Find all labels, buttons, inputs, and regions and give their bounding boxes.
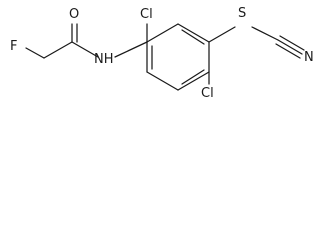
- atom-label-fluorine: F: [10, 39, 17, 54]
- ring-double-2: [181, 29, 205, 45]
- atom-label-nitrile-nitrogen: N: [304, 50, 314, 65]
- bond-n-ring: [114, 41, 148, 58]
- bond-c-n-triple-1: [277, 39, 303, 55]
- bond-co-n: [71, 41, 99, 58]
- bond-ch2-co: [43, 41, 73, 59]
- bond-s-c: [251, 26, 279, 41]
- atom-labels: F O NH Cl Cl S N: [10, 6, 314, 101]
- bond-lines: [25, 23, 305, 91]
- ring-bond-2: [146, 23, 179, 43]
- ring-double-3: [181, 69, 205, 85]
- bond-ring-s: [208, 26, 236, 43]
- atom-label-chlorine-bottom: Cl: [201, 86, 214, 101]
- chemical-structure: F O NH Cl Cl S N: [10, 6, 314, 101]
- atom-label-amide-nitrogen: NH: [94, 52, 114, 67]
- ring-bond-3: [177, 23, 210, 43]
- atom-label-sulfur: S: [238, 6, 246, 21]
- atom-label-carbonyl-oxygen: O: [69, 7, 79, 22]
- atom-label-chlorine-top: Cl: [140, 7, 153, 22]
- bond-c-n-triple-2: [279, 35, 305, 51]
- bond-c-f: [25, 47, 45, 59]
- bond-c-n-triple-3: [275, 43, 301, 59]
- ring-bond-5: [177, 71, 210, 91]
- ring-bond-6: [146, 71, 179, 91]
